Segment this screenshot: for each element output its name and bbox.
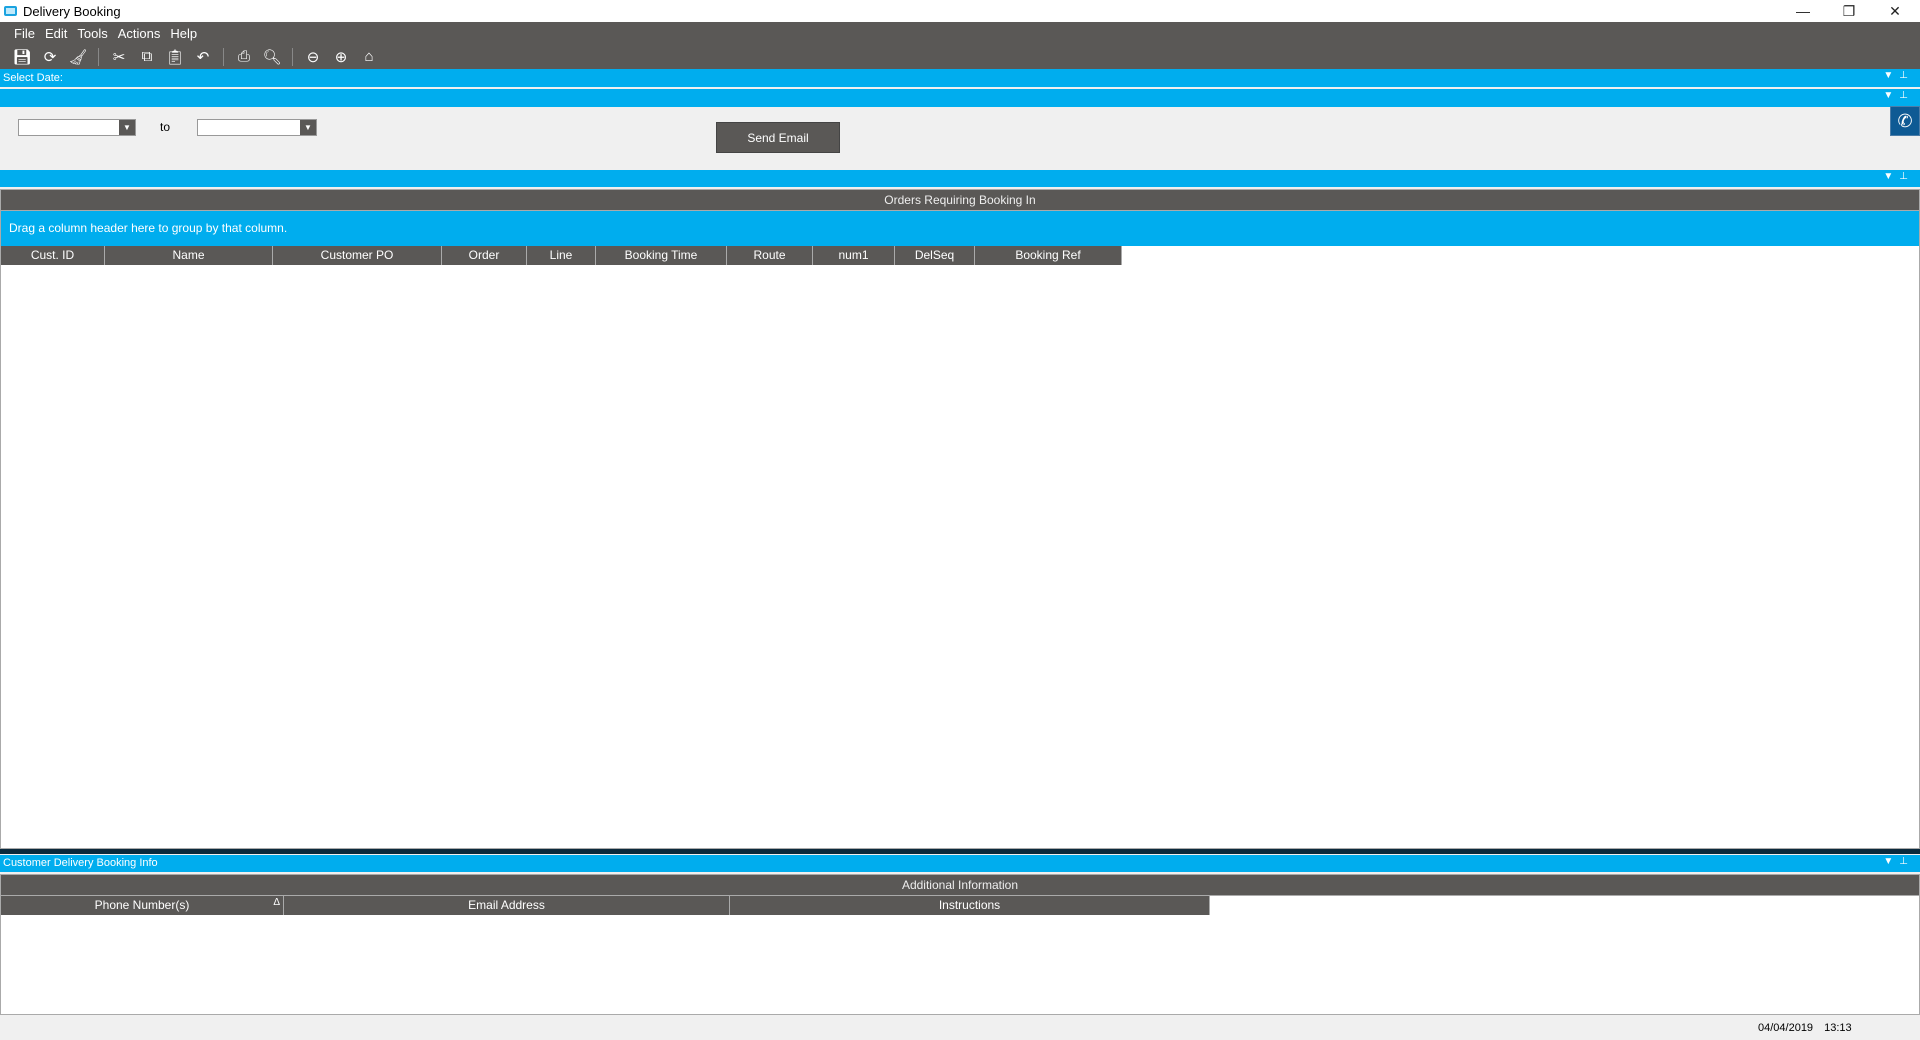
column-headers: Cust. ID Name Customer PO Order Line Boo… [1, 246, 1919, 265]
menu-tools[interactable]: Tools [77, 25, 108, 41]
paste-icon[interactable]: 📋︎ [165, 48, 185, 66]
panel-controls[interactable]: ▼⊥ [1883, 856, 1914, 867]
from-date-combo[interactable]: ▼ [18, 119, 136, 136]
menu-help[interactable]: Help [170, 25, 198, 41]
print-icon[interactable]: ⎙ [237, 48, 250, 65]
select-date-label: Select Date: [3, 72, 63, 84]
undo-icon[interactable]: ↶ [196, 48, 210, 66]
save-icon[interactable]: 💾︎ [12, 48, 32, 66]
refresh-icon[interactable]: ⟳ [43, 48, 57, 66]
column-header[interactable]: num1 [813, 246, 895, 265]
status-bar-datetime: 04/04/2019 13:13 [1758, 1022, 1852, 1034]
chevron-down-icon[interactable]: ▼ [300, 120, 316, 135]
clear-icon[interactable]: 🧹︎ [68, 48, 88, 66]
to-date-combo[interactable]: ▼ [197, 119, 317, 136]
window-title: Delivery Booking [23, 4, 121, 19]
date-panel-bar: ▼⊥ [0, 89, 1920, 107]
column-header[interactable]: Name [105, 246, 273, 265]
column-header[interactable]: Phone Number(s) Δ [1, 896, 284, 915]
group-by-area[interactable]: Drag a column header here to group by th… [1, 211, 1919, 246]
menu-edit[interactable]: Edit [44, 25, 68, 41]
column-header[interactable]: Order [442, 246, 527, 265]
home-icon[interactable]: ⌂ [364, 48, 374, 65]
column-header[interactable]: Line [527, 246, 596, 265]
title-bar: Delivery Booking — ❐ ✕ [0, 0, 1920, 22]
toolbar: 💾︎ ⟳ 🧹︎ ✂ ⧉ 📋︎ ↶ ⎙ 🔍︎ ⊖ ⊕ ⌂ [0, 44, 1920, 69]
menu-actions[interactable]: Actions [117, 25, 161, 41]
status-time: 13:13 [1824, 1022, 1852, 1034]
column-header[interactable]: Cust. ID [1, 246, 105, 265]
column-header[interactable]: Booking Ref [975, 246, 1122, 265]
forward-icon[interactable]: ⊕ [334, 48, 348, 66]
column-header[interactable]: Booking Time [596, 246, 727, 265]
restore-button[interactable]: ❐ [1842, 2, 1856, 19]
send-email-button[interactable]: Send Email [716, 122, 840, 153]
info-panel-bar: Customer Delivery Booking Info ▼⊥ [0, 855, 1920, 872]
copy-icon[interactable]: ⧉ [141, 48, 153, 65]
column-header[interactable]: Email Address [284, 896, 730, 915]
cut-icon[interactable]: ✂ [112, 48, 126, 66]
to-label: to [160, 120, 171, 134]
toolbar-separator [98, 47, 99, 66]
splitter[interactable] [0, 849, 1920, 854]
info-panel-title: Customer Delivery Booking Info [3, 857, 158, 869]
select-date-bar: Select Date: ▼⊥ [0, 69, 1920, 87]
info-grid: Additional Information Phone Number(s) Δ… [0, 874, 1920, 1015]
menu-bar: File Edit Tools Actions Help [0, 22, 1920, 44]
chevron-down-icon[interactable]: ▼ [119, 120, 135, 135]
orders-grid: Orders Requiring Booking In Drag a colum… [0, 189, 1920, 849]
status-date: 04/04/2019 [1758, 1022, 1814, 1034]
column-headers: Phone Number(s) Δ Email Address Instruct… [1, 896, 1919, 915]
column-header[interactable]: Instructions [730, 896, 1210, 915]
panel-controls[interactable]: ▼⊥ [1883, 171, 1914, 182]
column-header[interactable]: Customer PO [273, 246, 442, 265]
minimize-button[interactable]: — [1796, 3, 1810, 19]
close-button[interactable]: ✕ [1889, 2, 1901, 19]
print-preview-icon[interactable]: 🔍︎ [262, 48, 282, 66]
menu-file[interactable]: File [14, 25, 35, 41]
toolbar-separator [223, 47, 224, 66]
sort-ascending-icon: Δ [273, 897, 280, 908]
orders-panel-bar: ▼⊥ [0, 170, 1920, 187]
column-header[interactable]: Route [727, 246, 813, 265]
toolbar-separator [292, 47, 293, 66]
app-icon [4, 6, 17, 16]
column-header[interactable]: DelSeq [895, 246, 975, 265]
info-grid-title: Additional Information [1, 875, 1919, 896]
panel-controls[interactable]: ▼⊥ [1883, 70, 1914, 81]
panel-controls[interactable]: ▼⊥ [1883, 90, 1914, 101]
orders-grid-title: Orders Requiring Booking In [1, 190, 1919, 211]
phone-icon[interactable]: ✆ [1890, 106, 1920, 136]
back-icon[interactable]: ⊖ [306, 48, 320, 66]
